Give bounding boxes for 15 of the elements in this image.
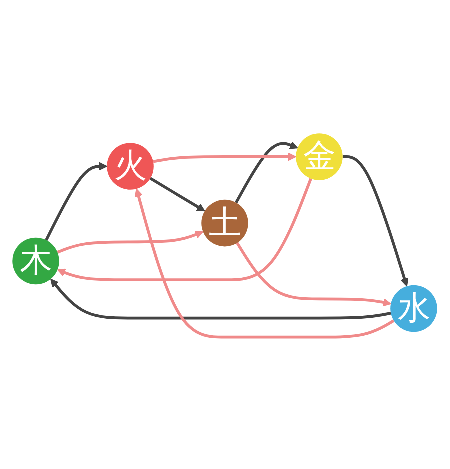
- arrow: [342, 155, 409, 286]
- arrow: [134, 188, 395, 338]
- node-circle: 土: [202, 199, 248, 246]
- arrow: [153, 152, 296, 163]
- node-circle: 火: [107, 142, 154, 190]
- node-circle: 金: [296, 133, 343, 180]
- arrow: [57, 230, 204, 254]
- arrow: [150, 176, 206, 212]
- arrow: [45, 162, 108, 240]
- arrow: [236, 242, 392, 306]
- arrow: [57, 178, 312, 282]
- node-circle: 水: [390, 284, 438, 332]
- node-circle: 木: [12, 237, 60, 284]
- arrow: [50, 278, 392, 320]
- arrow: [235, 140, 298, 204]
